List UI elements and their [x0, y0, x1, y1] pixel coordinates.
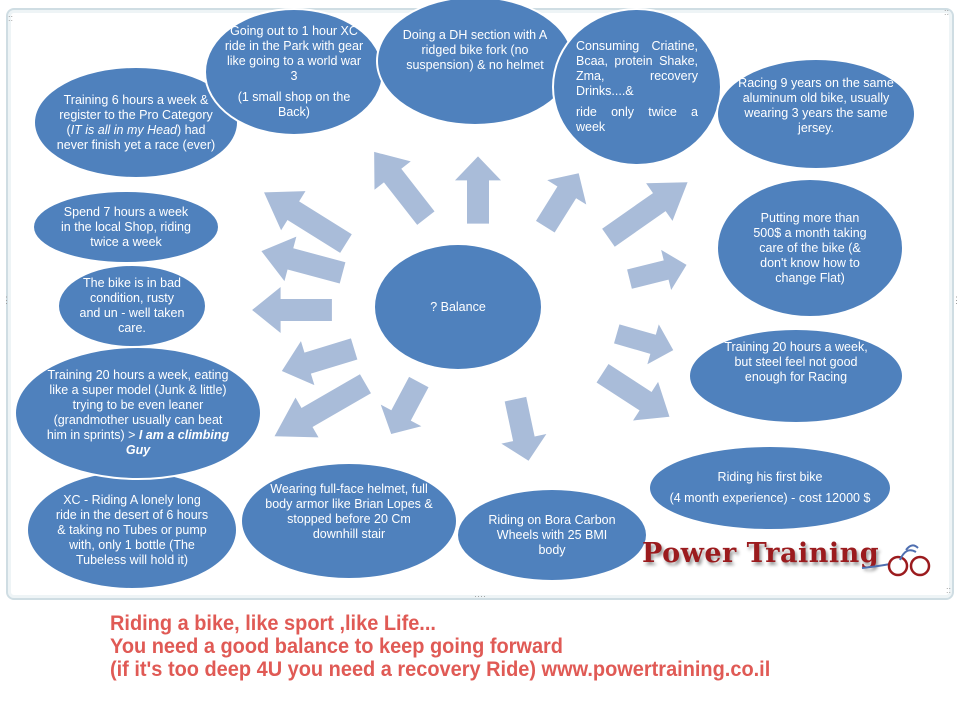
bubble-text: ) had never finish yet a race (ever) — [56, 122, 216, 152]
arrow-icon — [455, 156, 501, 224]
bubble-text-bold: I am a climbing Guy — [125, 428, 230, 457]
bubble-text: XC - Riding A lonely long ride in the de… — [55, 492, 209, 567]
bubble-text: Going out to 1 hour XC ride in the Park … — [224, 24, 364, 83]
arrow-icon — [252, 287, 332, 333]
bubble-bike-care-cost: Putting more than 500$ a month taking ca… — [716, 178, 904, 318]
center-bubble: ? Balance — [373, 243, 543, 371]
footer-slogan: Riding a bike, like sport ,like Life... … — [110, 612, 770, 681]
power-training-logo: Power Training — [642, 538, 880, 569]
bubble-local-shop: Spend 7 hours a week in the local Shop, … — [32, 190, 220, 264]
arrow-icon — [356, 137, 444, 233]
bubble-text: Riding his first bike — [717, 470, 823, 484]
bubble-text: (4 month experience) - cost 12000 $ — [669, 491, 871, 505]
bubble-climbing-guy: Training 20 hours a week, eating like a … — [14, 346, 262, 480]
bubble-xc-desert: XC - Riding A lonely long ride in the de… — [26, 470, 238, 590]
footer-line: You need a good balance to keep going fo… — [110, 635, 563, 658]
arrow-icon — [595, 163, 701, 257]
bubble-text: The bike is in bad condition, rusty and … — [79, 276, 185, 335]
bubble-text: (1 small shop on the Back) — [237, 90, 351, 119]
bubble-text: Doing a DH section with A ridged bike fo… — [402, 28, 548, 72]
arrow-icon — [370, 371, 440, 445]
bubble-text: Training 6 hours a week & register to th… — [59, 92, 213, 137]
bubble-text: Wearing full-face helmet, full body armo… — [265, 482, 433, 541]
bubble-xc-ride-park: Going out to 1 hour XC ride in the Park … — [204, 8, 384, 136]
footer-line: Riding a bike, like sport ,like Life... — [110, 612, 436, 635]
center-label: ? Balance — [430, 299, 486, 314]
bubble-text: Spend 7 hours a week in the local Shop, … — [61, 204, 191, 249]
bubble-dh-section: Doing a DH section with A ridged bike fo… — [376, 0, 574, 126]
bubble-first-bike: Riding his first bike (4 month experienc… — [648, 445, 892, 531]
footer-line: (if it's too deep 4U you need a recovery… — [110, 658, 771, 681]
bubble-racing-9-years: Racing 9 years on the same aluminum old … — [716, 58, 916, 170]
bubble-text-italic: IT is all in my Head — [70, 122, 177, 137]
cyclist-logo-icon — [861, 544, 931, 577]
bubble-text: Racing 9 years on the same aluminum old … — [738, 76, 894, 135]
resize-handle-top-left[interactable]: :: — [8, 13, 14, 23]
bubble-training-not-good-enough: Training 20 hours a week, but steel feel… — [688, 328, 904, 424]
arrow-icon — [263, 363, 377, 457]
arrow-icon — [525, 161, 599, 239]
bubble-bike-bad-condition: The bike is in bad condition, rusty and … — [57, 264, 207, 348]
resize-handle-right[interactable]: ⋮ — [952, 295, 960, 305]
arrow-icon — [590, 353, 682, 437]
arrow-icon — [611, 313, 679, 371]
resize-handle-bottom[interactable]: ···· — [474, 591, 486, 601]
bubble-supplements: Consuming Criatine, Bcaa, protein Shake,… — [552, 8, 722, 166]
bubble-text: Training 20 hours a week, eating like a … — [46, 368, 229, 442]
bubble-full-face-helmet: Wearing full-face helmet, full body armo… — [240, 462, 458, 580]
resize-handle-top-right[interactable]: :: — [944, 7, 950, 17]
bubble-text: ride only twice a week — [576, 105, 698, 134]
resize-handle-bottom-right[interactable]: :: — [946, 585, 952, 595]
resize-handle-left[interactable]: ⋮ — [2, 295, 11, 305]
bubble-text: Putting more than 500$ a month taking ca… — [753, 210, 867, 285]
bubble-text: Training 20 hours a week, but steel feel… — [724, 340, 868, 384]
bubble-bora-wheels: Riding on Bora Carbon Wheels with 25 BMI… — [456, 488, 648, 582]
arrow-icon — [624, 244, 692, 300]
bubble-pro-category: Training 6 hours a week & register to th… — [33, 66, 239, 179]
bubble-text: Riding on Bora Carbon Wheels with 25 BMI… — [488, 512, 616, 557]
arrow-icon — [492, 394, 552, 466]
bubble-text: Consuming Criatine, Bcaa, protein Shake,… — [576, 39, 698, 98]
